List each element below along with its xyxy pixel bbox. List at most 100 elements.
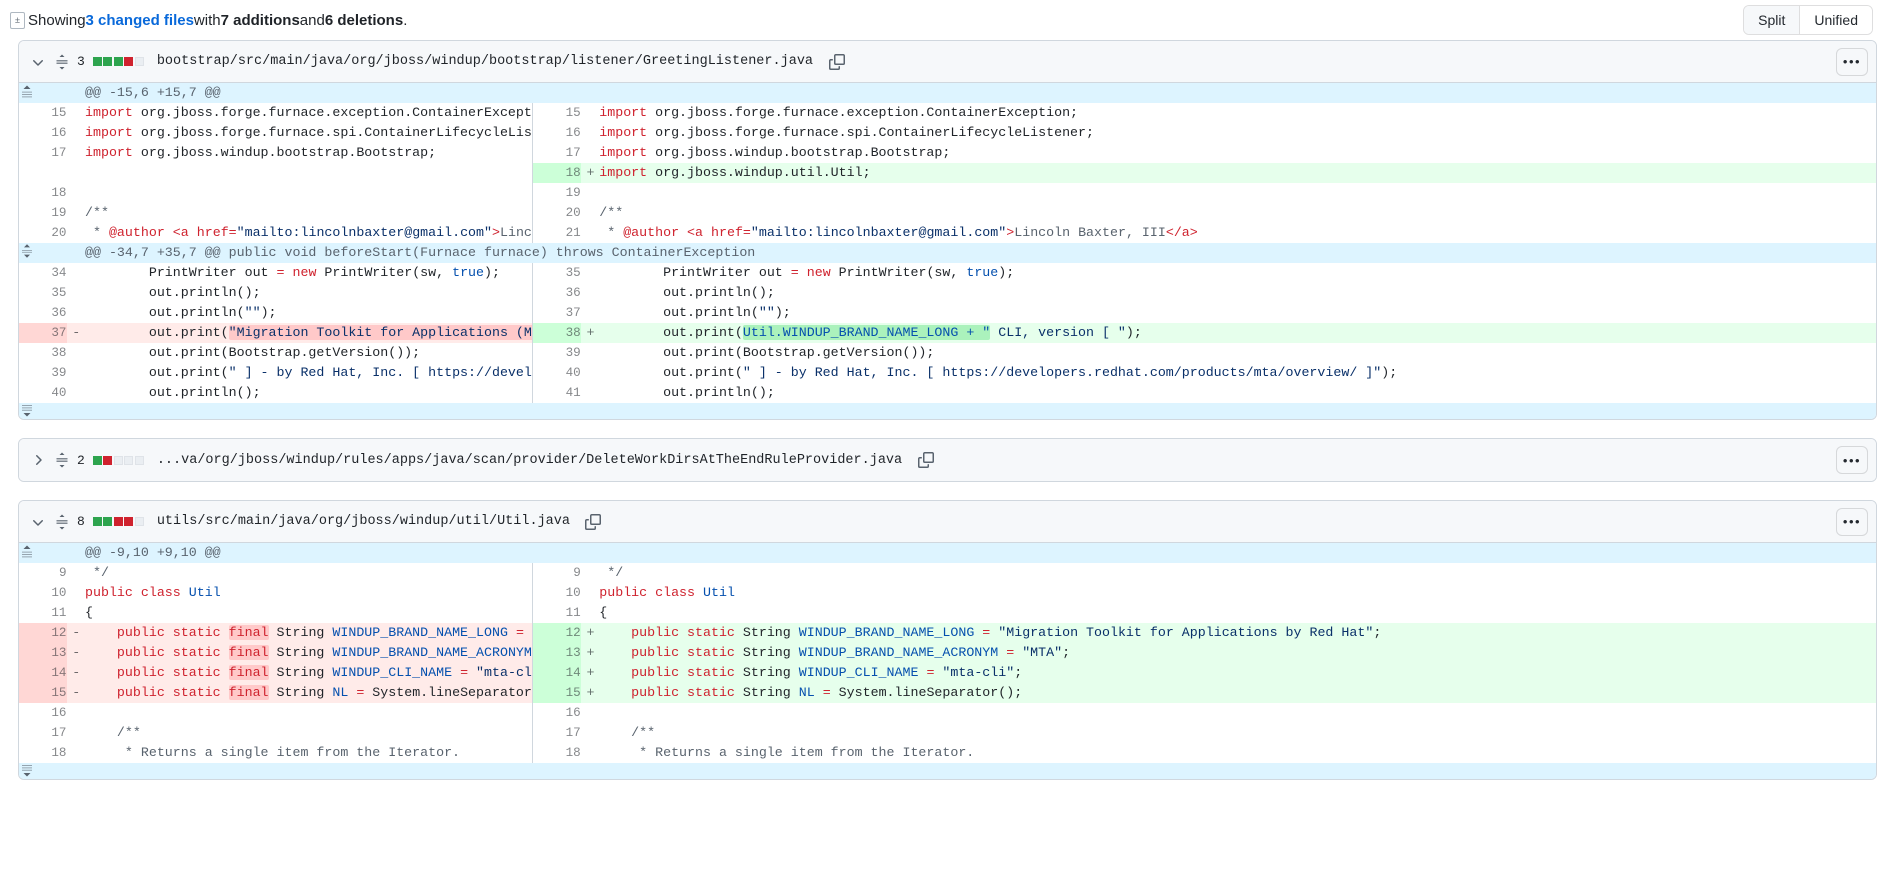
code-line[interactable] (85, 183, 533, 203)
line-number[interactable]: 37 (533, 303, 582, 323)
code-line[interactable]: public static final String WINDUP_CLI_NA… (85, 663, 533, 683)
file-path[interactable]: bootstrap/src/main/java/org/jboss/windup… (156, 54, 814, 69)
split-view-button[interactable]: Split (1744, 6, 1800, 34)
line-number[interactable]: 15 (19, 683, 67, 703)
code-line[interactable]: /** (599, 203, 1876, 223)
line-number[interactable]: 12 (533, 623, 582, 643)
line-number[interactable]: 20 (19, 223, 67, 243)
changed-files-link[interactable]: 3 changed files (85, 11, 194, 29)
line-number[interactable]: 11 (533, 603, 582, 623)
code-line[interactable]: public static final String WINDUP_BRAND_… (85, 623, 533, 643)
code-line[interactable]: import org.jboss.forge.furnace.spi.Conta… (599, 123, 1876, 143)
move-diff-icon[interactable] (54, 53, 70, 71)
expand-file-chevron-right-icon[interactable] (29, 451, 47, 469)
code-line[interactable]: public static final String NL = System.l… (85, 683, 533, 703)
code-line[interactable]: { (599, 603, 1876, 623)
move-diff-icon[interactable] (54, 451, 70, 469)
line-number[interactable]: 13 (19, 643, 67, 663)
code-line[interactable]: PrintWriter out = new PrintWriter(sw, tr… (85, 263, 533, 283)
code-line[interactable]: out.println(); (599, 383, 1876, 403)
file-options-kebab-button[interactable]: ••• (1836, 47, 1868, 76)
line-number[interactable]: 16 (533, 703, 582, 723)
line-number[interactable]: 39 (533, 343, 582, 363)
line-number[interactable]: 16 (19, 123, 67, 143)
line-number[interactable]: 39 (19, 363, 67, 383)
line-number[interactable]: 14 (533, 663, 582, 683)
expand-up-icon[interactable] (19, 83, 67, 103)
collapse-file-chevron-down-icon[interactable] (29, 53, 47, 71)
code-line[interactable]: out.println(); (85, 283, 533, 303)
code-line[interactable]: */ (599, 563, 1876, 583)
line-number[interactable]: 14 (19, 663, 67, 683)
line-number[interactable]: 15 (533, 683, 582, 703)
line-number[interactable]: 38 (533, 323, 582, 343)
code-line[interactable]: /** (85, 203, 533, 223)
line-number[interactable]: 40 (533, 363, 582, 383)
code-line[interactable]: public static String WINDUP_CLI_NAME = "… (599, 663, 1876, 683)
code-line[interactable] (85, 703, 533, 723)
line-number[interactable]: 19 (19, 203, 67, 223)
code-line[interactable] (599, 703, 1876, 723)
collapse-file-chevron-down-icon[interactable] (29, 513, 47, 531)
line-number[interactable]: 16 (19, 703, 67, 723)
expand-down-icon[interactable] (19, 403, 67, 419)
file-path[interactable]: utils/src/main/java/org/jboss/windup/uti… (156, 514, 570, 529)
code-line[interactable]: * Returns a single item from the Iterato… (85, 743, 533, 763)
expand-up-icon[interactable] (19, 543, 67, 563)
line-number[interactable]: 20 (533, 203, 582, 223)
move-diff-icon[interactable] (54, 513, 70, 531)
line-number[interactable]: 34 (19, 263, 67, 283)
code-line[interactable]: * @author <a href="mailto:lincolnbaxter@… (599, 223, 1876, 243)
code-line[interactable]: /** (599, 723, 1876, 743)
line-number[interactable]: 40 (19, 383, 67, 403)
code-line[interactable]: { (85, 603, 533, 623)
line-number[interactable]: 37 (19, 323, 67, 343)
file-options-kebab-button[interactable]: ••• (1836, 507, 1868, 536)
line-number[interactable]: 35 (19, 283, 67, 303)
line-number[interactable]: 21 (533, 223, 582, 243)
line-number[interactable]: 17 (533, 143, 582, 163)
line-number[interactable]: 10 (19, 583, 67, 603)
line-number[interactable]: 38 (19, 343, 67, 363)
code-line[interactable]: out.println(); (85, 383, 533, 403)
unified-view-button[interactable]: Unified (1799, 6, 1872, 34)
code-line[interactable]: public static String WINDUP_BRAND_NAME_L… (599, 623, 1876, 643)
line-number[interactable]: 41 (533, 383, 582, 403)
code-line[interactable]: import org.jboss.windup.bootstrap.Bootst… (85, 143, 533, 163)
line-number[interactable]: 10 (533, 583, 582, 603)
code-line[interactable]: out.println(); (599, 283, 1876, 303)
line-number[interactable]: 9 (533, 563, 582, 583)
code-line[interactable]: public static String WINDUP_BRAND_NAME_A… (599, 643, 1876, 663)
code-line[interactable]: */ (85, 563, 533, 583)
code-line[interactable]: /** (85, 723, 533, 743)
code-line[interactable]: import org.jboss.forge.furnace.spi.Conta… (85, 123, 533, 143)
code-line[interactable]: public class Util (85, 583, 533, 603)
line-number[interactable]: 19 (533, 183, 582, 203)
code-line[interactable]: out.print(" ] - by Red Hat, Inc. [ https… (85, 363, 533, 383)
code-line[interactable]: out.print(Util.WINDUP_BRAND_NAME_LONG + … (599, 323, 1876, 343)
line-number[interactable]: 11 (19, 603, 67, 623)
copy-path-icon[interactable] (828, 53, 845, 70)
file-options-kebab-button[interactable]: ••• (1836, 446, 1868, 474)
code-line[interactable]: import org.jboss.forge.furnace.exception… (599, 103, 1876, 123)
line-number[interactable]: 18 (533, 163, 582, 183)
code-line[interactable]: * Returns a single item from the Iterato… (599, 743, 1876, 763)
code-line[interactable] (599, 183, 1876, 203)
code-line[interactable]: import org.jboss.windup.util.Util; (599, 163, 1876, 183)
line-number[interactable]: 18 (533, 743, 582, 763)
line-number[interactable]: 17 (19, 143, 67, 163)
code-line[interactable]: * @author <a href="mailto:lincolnbaxter@… (85, 223, 533, 243)
code-line[interactable]: out.print("Migration Toolkit for Applica… (85, 323, 533, 343)
line-number[interactable]: 16 (533, 123, 582, 143)
copy-path-icon[interactable] (917, 452, 934, 469)
code-line[interactable]: public static String NL = System.lineSep… (599, 683, 1876, 703)
line-number[interactable]: 15 (19, 103, 67, 123)
file-path[interactable]: ...va/org/jboss/windup/rules/apps/java/s… (156, 452, 903, 468)
line-number[interactable]: 36 (19, 303, 67, 323)
line-number[interactable]: 17 (533, 723, 582, 743)
code-line[interactable]: import org.jboss.windup.bootstrap.Bootst… (599, 143, 1876, 163)
code-line[interactable]: out.print(Bootstrap.getVersion()); (85, 343, 533, 363)
line-number[interactable]: 18 (19, 743, 67, 763)
code-line[interactable]: public static final String WINDUP_BRAND_… (85, 643, 533, 663)
code-line[interactable]: out.println(""); (85, 303, 533, 323)
